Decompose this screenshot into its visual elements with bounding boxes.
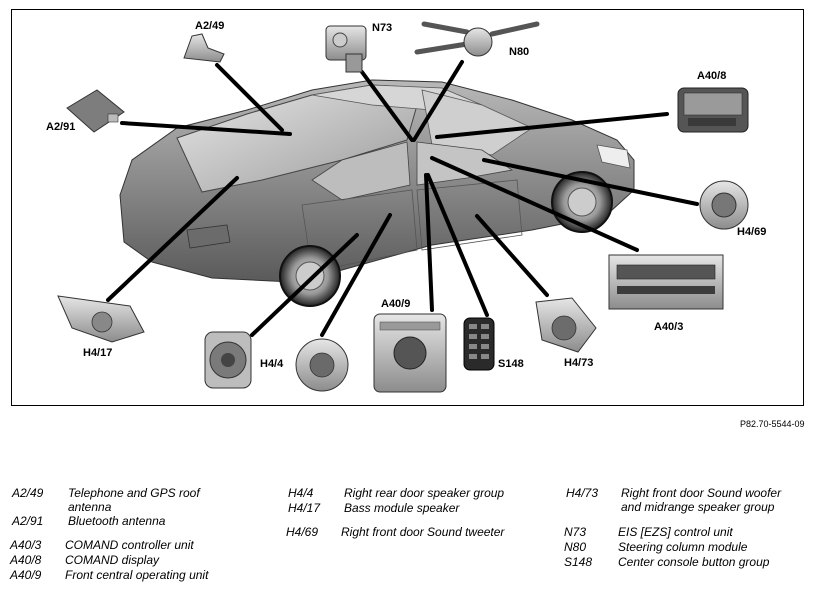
legend-item-h4-17: H4/17 Bass module speaker xyxy=(288,501,538,516)
legend-item-a40-3: A40/3 COMAND controller unit xyxy=(10,538,260,553)
legend-item-h4-4: H4/4 Right rear door speaker group xyxy=(288,486,538,501)
leader-h4-17 xyxy=(106,176,239,302)
legend-desc: EIS [EZS] control unit xyxy=(618,525,733,539)
leader-a40-3 xyxy=(430,156,639,252)
leader-a40-9 xyxy=(424,173,434,312)
legend-desc: Center console button group xyxy=(618,555,770,569)
label-h4-17: H4/17 xyxy=(83,347,113,359)
label-n80: N80 xyxy=(509,46,530,58)
button-group-s148-icon xyxy=(463,317,495,371)
ignition-switch-n73-icon xyxy=(325,25,367,73)
legend-item-n80: N80 Steering column module xyxy=(564,540,804,555)
legend-desc: Front central operating unit xyxy=(65,568,209,582)
legend-code: H4/69 xyxy=(286,525,319,539)
legend-code: H4/4 xyxy=(288,486,314,500)
legend-code: H4/73 xyxy=(566,486,599,500)
tweeter-h4-69-icon xyxy=(699,180,749,230)
label-s148: S148 xyxy=(498,358,524,370)
legend-code: N80 xyxy=(564,540,587,554)
legend-desc: COMAND display xyxy=(65,553,160,567)
legend-item-a40-9: A40/9 Front central operating unit xyxy=(10,568,260,583)
legend-item-h4-69: H4/69 Right front door Sound tweeter xyxy=(286,525,536,540)
legend-code: S148 xyxy=(564,555,593,569)
legend-desc-cont: antenna xyxy=(68,500,112,514)
leader-h4-4-b xyxy=(320,213,392,337)
label-a40-9: A40/9 xyxy=(381,298,411,310)
antenna-a2-49-icon xyxy=(183,33,225,63)
leader-s148 xyxy=(426,173,489,317)
label-a40-3: A40/3 xyxy=(654,321,684,333)
leader-h4-73 xyxy=(475,214,549,297)
leader-n73 xyxy=(360,70,414,142)
figure-reference: P82.70-5544-09 xyxy=(740,419,805,429)
car-diagram xyxy=(57,21,749,393)
leader-n80 xyxy=(412,60,464,142)
diagram-frame: A2/49 N73 N80 A40/8 A2/91 H4/69 A40/3 H4… xyxy=(11,9,804,406)
label-h4-4: H4/4 xyxy=(260,358,284,370)
controller-unit-a40-3-icon xyxy=(608,254,724,310)
display-a40-8-icon xyxy=(677,87,749,133)
legend-code: A40/9 xyxy=(10,568,42,582)
door-speaker-h4-4-icon xyxy=(204,331,252,389)
legend-code: H4/17 xyxy=(288,501,321,515)
legend-code: A2/49 xyxy=(12,486,44,500)
legend-desc: Right front door Sound tweeter xyxy=(341,525,505,539)
legend-code: A40/8 xyxy=(10,553,42,567)
legend-item-n73: N73 EIS [EZS] control unit xyxy=(564,525,804,540)
leader-h4-69 xyxy=(482,158,699,206)
legend-desc: Steering column module xyxy=(618,540,748,554)
legend-code: N73 xyxy=(564,525,587,539)
label-a2-91: A2/91 xyxy=(46,121,76,133)
legend-desc-cont: and midrange speaker group xyxy=(621,500,775,514)
legend-desc: Bass module speaker xyxy=(344,501,460,515)
legend-desc: Right front door Sound woofer xyxy=(621,486,782,500)
legend-code: A40/3 xyxy=(10,538,42,552)
legend-code: A2/91 xyxy=(12,514,44,528)
legend-item-s148: S148 Center console button group xyxy=(564,555,804,570)
legend-item-a2-91: A2/91 Bluetooth antenna xyxy=(12,514,262,529)
legend-item-a2-49: A2/49 Telephone and GPS roof antenna xyxy=(12,486,262,516)
legend-desc: COMAND controller unit xyxy=(65,538,194,552)
leader-lines xyxy=(106,60,699,337)
car-body xyxy=(119,79,635,283)
leader-a2-49 xyxy=(215,63,284,132)
leader-h4-4 xyxy=(250,233,359,337)
label-h4-73: H4/73 xyxy=(564,357,594,369)
leader-a40-8 xyxy=(435,112,669,139)
bass-speaker-h4-17-icon xyxy=(57,295,145,343)
legend-desc: Telephone and GPS roof xyxy=(68,486,200,500)
operating-unit-a40-9-icon xyxy=(373,313,447,393)
legend-desc: Right rear door speaker group xyxy=(344,486,505,500)
front-wheel-hub xyxy=(567,187,597,217)
label-n73: N73 xyxy=(372,22,393,34)
legend-desc: Bluetooth antenna xyxy=(68,514,166,528)
woofer-h4-73-icon xyxy=(535,297,597,353)
rear-wheel-hub xyxy=(295,261,325,291)
legend-item-a40-8: A40/8 COMAND display xyxy=(10,553,260,568)
door-speaker-h4-4-b-icon xyxy=(295,338,349,392)
label-a2-49: A2/49 xyxy=(195,20,225,32)
label-h4-69: H4/69 xyxy=(737,226,767,238)
leader-a2-91 xyxy=(120,121,292,136)
steering-column-module-n80-icon xyxy=(414,21,540,57)
legend-item-h4-73: H4/73 Right front door Sound woofer and … xyxy=(566,486,806,516)
bluetooth-antenna-a2-91-icon xyxy=(66,89,125,133)
label-a40-8: A40/8 xyxy=(697,70,727,82)
